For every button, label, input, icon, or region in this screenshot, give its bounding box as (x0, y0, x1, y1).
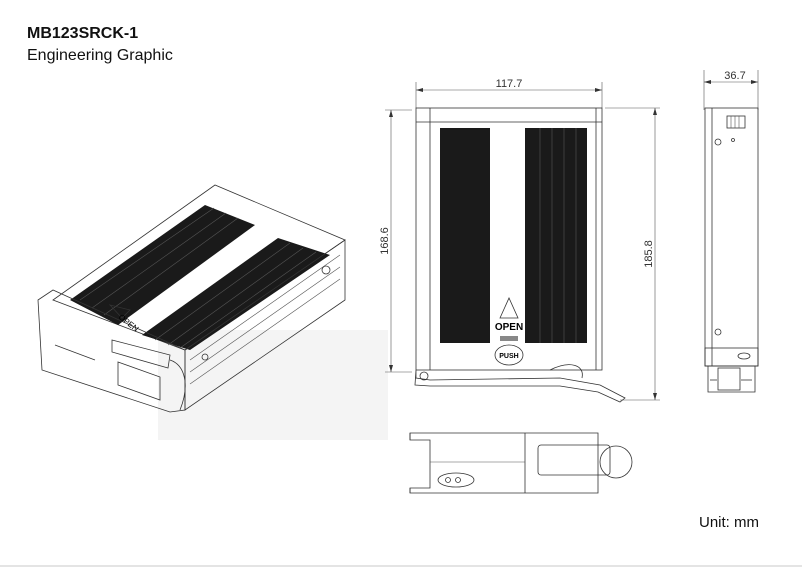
front-handle (414, 369, 626, 403)
iso-heatsink-band-front (142, 238, 330, 350)
iso-heatsink-band-rear (70, 205, 255, 325)
bottom-rule (0, 565, 802, 567)
bottom-body-outline (409, 432, 599, 494)
front-push-button (494, 344, 524, 366)
dim-front-width: 117.7 (496, 78, 523, 90)
iso-push-latch (111, 339, 171, 369)
dim-front-total-height: 185.8 (643, 240, 655, 268)
iso-led-slot (54, 344, 96, 361)
side-body-outline (704, 107, 759, 367)
iso-front-bezel (37, 289, 186, 413)
iso-screw-front (201, 353, 209, 361)
unit-label: Unit: mm (699, 514, 759, 531)
bottom-led-panel (437, 472, 475, 488)
iso-screw (321, 265, 331, 275)
dim-front-body-height: 168.6 (379, 227, 391, 255)
bottom-handle-knob (599, 445, 633, 479)
front-hinge (419, 371, 429, 381)
front-open-label: OPEN (495, 322, 523, 333)
iso-front-window (117, 361, 161, 401)
isometric-view: OPEN (37, 184, 388, 440)
bottom-handle (537, 444, 611, 476)
side-connector (726, 115, 746, 129)
model-title: MB123SRCK-1 (27, 25, 139, 42)
side-screw-top (714, 138, 722, 146)
front-heatsink-left (440, 128, 490, 343)
bottom-view (409, 432, 633, 494)
front-indicator (500, 336, 518, 341)
side-handle-base (707, 366, 756, 393)
front-view: 117.7 168.6 185.8 OPEN (379, 78, 660, 403)
front-body-outline (415, 107, 603, 371)
side-led (737, 352, 751, 360)
side-view: 36.7 (703, 70, 759, 393)
side-screw-bottom (714, 328, 722, 336)
front-push-label: PUSH (499, 353, 518, 360)
side-handle-block (717, 367, 741, 391)
drawing-subtitle: Engineering Graphic (27, 47, 173, 64)
iso-shadow (158, 330, 388, 440)
front-latch-curve (549, 364, 583, 379)
iso-handle (169, 359, 186, 411)
iso-open-arrow (108, 304, 131, 319)
dim-side-width: 36.7 (724, 70, 745, 82)
front-open-arrow (499, 297, 519, 319)
front-heatsink-right (525, 128, 587, 343)
iso-fin-lines (79, 207, 317, 349)
